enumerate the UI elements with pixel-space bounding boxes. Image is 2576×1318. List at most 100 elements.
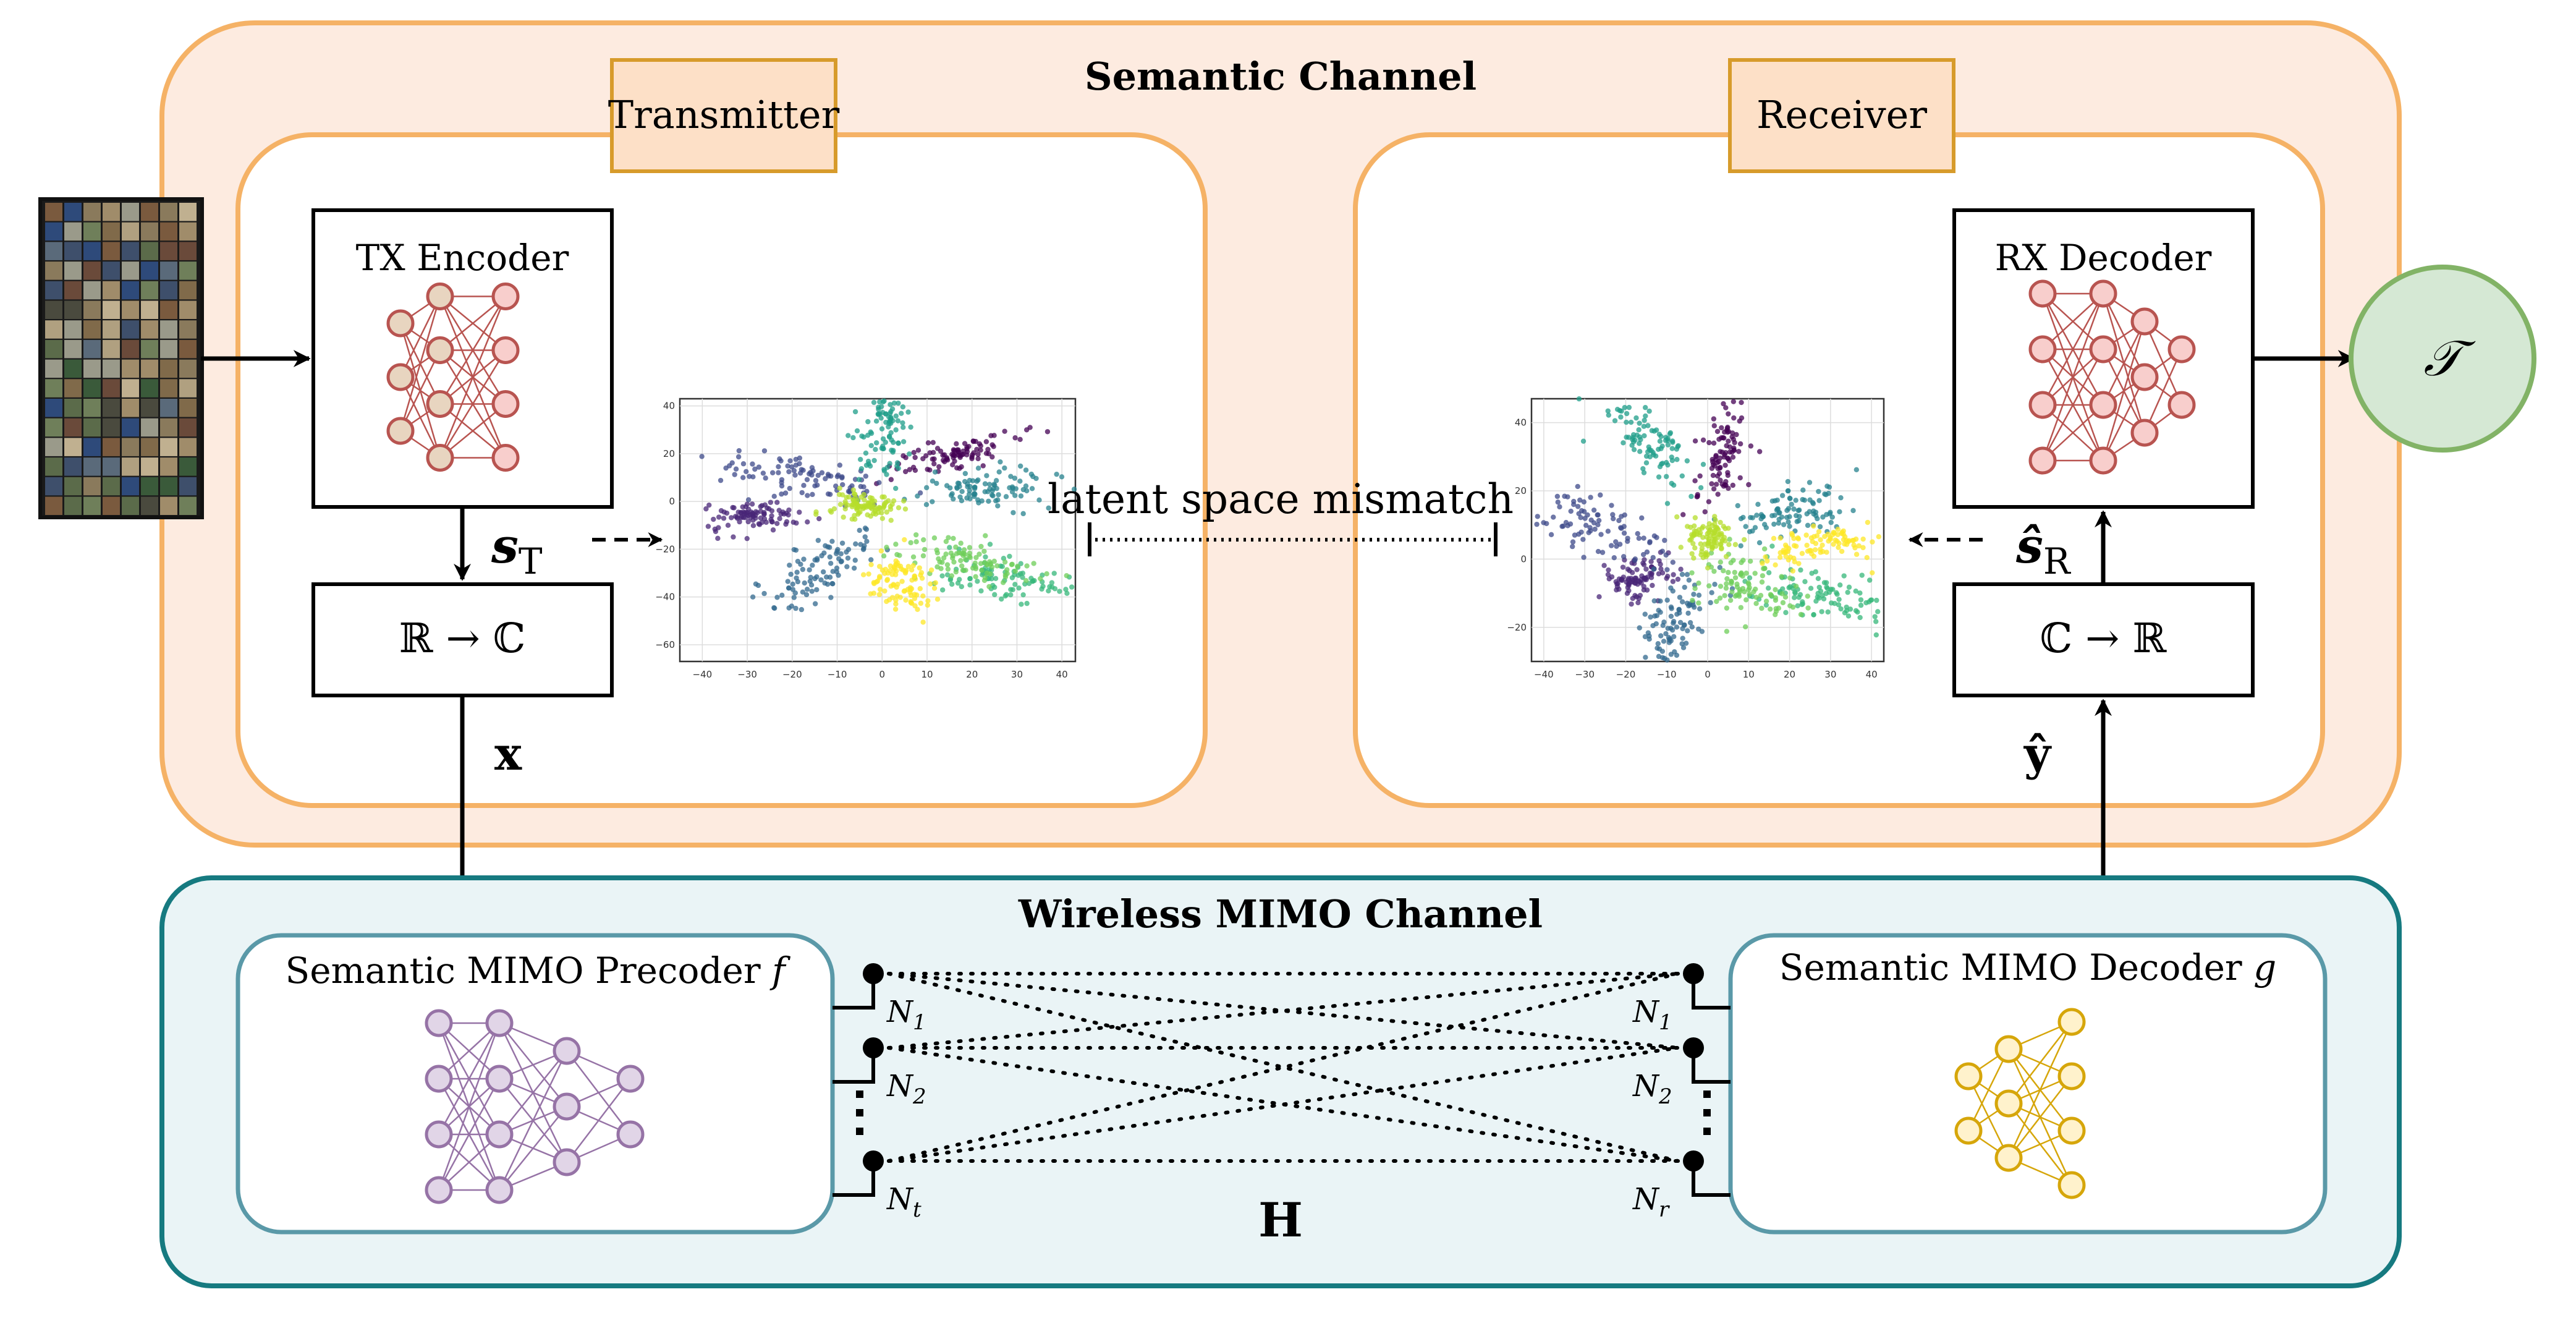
plot-point bbox=[844, 549, 849, 555]
plot-point bbox=[864, 538, 870, 544]
plot-point bbox=[818, 577, 824, 583]
plot-point bbox=[1743, 524, 1748, 529]
plot-point bbox=[1651, 598, 1657, 604]
plot-point bbox=[1773, 595, 1779, 601]
network-edge bbox=[399, 296, 441, 432]
plot-point bbox=[986, 498, 991, 504]
plot-point bbox=[1568, 508, 1574, 514]
plot-point bbox=[1002, 428, 1007, 434]
plot-point bbox=[884, 465, 890, 470]
plot-point bbox=[1758, 593, 1764, 598]
plot-point bbox=[862, 497, 867, 503]
plot-point bbox=[1648, 559, 1654, 564]
input-image-tile bbox=[160, 399, 177, 417]
plot-point bbox=[1761, 566, 1766, 571]
plot-point bbox=[854, 507, 860, 512]
input-image-tile bbox=[141, 457, 158, 476]
plot-point bbox=[1763, 602, 1769, 608]
plot-point bbox=[1752, 571, 1758, 576]
input-image-tile bbox=[103, 418, 120, 437]
plot-point bbox=[1820, 514, 1826, 520]
antenna-element bbox=[1683, 1037, 1704, 1058]
plot-point bbox=[865, 432, 871, 438]
plot-point bbox=[777, 516, 782, 522]
plot-point bbox=[1711, 423, 1717, 428]
mimo-decoder-network-icon bbox=[1954, 1008, 2086, 1199]
plot-point bbox=[1792, 595, 1797, 600]
plot-point bbox=[1836, 597, 1842, 602]
antenna-ellipsis-dot bbox=[1703, 1128, 1711, 1135]
plot-point bbox=[1008, 592, 1014, 598]
input-image-tile bbox=[45, 379, 62, 398]
plot-point bbox=[1671, 572, 1676, 577]
plot-point bbox=[715, 535, 721, 542]
plot-point bbox=[836, 572, 841, 578]
plot-point bbox=[1002, 593, 1008, 599]
plot-point bbox=[1726, 438, 1731, 444]
plot-point bbox=[1028, 576, 1034, 581]
plot-point bbox=[894, 460, 900, 466]
antenna-label: N2 bbox=[1632, 1069, 1672, 1109]
input-image-tile bbox=[45, 222, 62, 241]
plot-point bbox=[868, 443, 874, 448]
plot-point bbox=[965, 481, 970, 487]
plot-point bbox=[1648, 614, 1653, 620]
plot-point bbox=[779, 477, 785, 483]
plot-point bbox=[705, 524, 711, 529]
plot-point bbox=[851, 565, 857, 571]
plot-point bbox=[1713, 482, 1719, 487]
plot-point bbox=[771, 493, 777, 500]
input-image-tile bbox=[122, 418, 139, 437]
input-image-tile bbox=[141, 379, 158, 398]
plot-point bbox=[1700, 555, 1706, 561]
plot-x-tick-label: 0 bbox=[879, 669, 885, 680]
plot-point bbox=[1583, 522, 1589, 529]
plot-point bbox=[910, 464, 917, 470]
plot-point bbox=[828, 509, 834, 515]
plot-point bbox=[1874, 597, 1879, 603]
plot-y-tick-label: −20 bbox=[655, 543, 675, 555]
plot-point bbox=[1635, 531, 1640, 537]
plot-point bbox=[750, 517, 756, 523]
plot-point bbox=[1825, 532, 1831, 537]
plot-point bbox=[1771, 521, 1777, 527]
plot-point bbox=[725, 522, 731, 528]
plot-point bbox=[1697, 473, 1703, 479]
plot-point bbox=[1819, 609, 1824, 614]
plot-point bbox=[1636, 535, 1642, 541]
input-image-tile bbox=[83, 418, 101, 437]
plot-point bbox=[1692, 478, 1698, 483]
plot-point bbox=[860, 546, 866, 553]
plot-point bbox=[1039, 586, 1044, 592]
input-image-tile bbox=[45, 359, 62, 378]
plot-point bbox=[1700, 535, 1706, 540]
plot-point bbox=[888, 563, 894, 569]
input-image-tile bbox=[103, 242, 120, 260]
plot-point bbox=[881, 553, 887, 559]
plot-point bbox=[739, 515, 744, 521]
plot-point bbox=[975, 451, 981, 457]
plot-point bbox=[1635, 600, 1641, 606]
plot-point bbox=[1785, 478, 1791, 485]
plot-point bbox=[888, 517, 894, 523]
plot-point bbox=[1845, 589, 1850, 595]
network-neuron bbox=[2057, 1116, 2086, 1145]
plot-point bbox=[793, 456, 799, 462]
plot-point bbox=[1572, 532, 1578, 538]
plot-point bbox=[1611, 555, 1617, 561]
input-image-tile bbox=[45, 457, 62, 476]
network-neuron bbox=[1954, 1116, 1983, 1145]
plot-point bbox=[1044, 571, 1049, 577]
input-image-tile bbox=[45, 339, 62, 359]
plot-point bbox=[930, 440, 936, 446]
plot-point bbox=[1776, 510, 1782, 516]
plot-point bbox=[868, 591, 873, 597]
plot-point bbox=[1617, 407, 1623, 414]
plot-point bbox=[880, 436, 886, 442]
plot-point bbox=[1732, 542, 1739, 548]
plot-point bbox=[813, 478, 819, 483]
plot-point bbox=[790, 581, 795, 587]
network-neuron bbox=[485, 1065, 514, 1093]
plot-point bbox=[1805, 593, 1810, 599]
plot-point bbox=[763, 475, 768, 481]
